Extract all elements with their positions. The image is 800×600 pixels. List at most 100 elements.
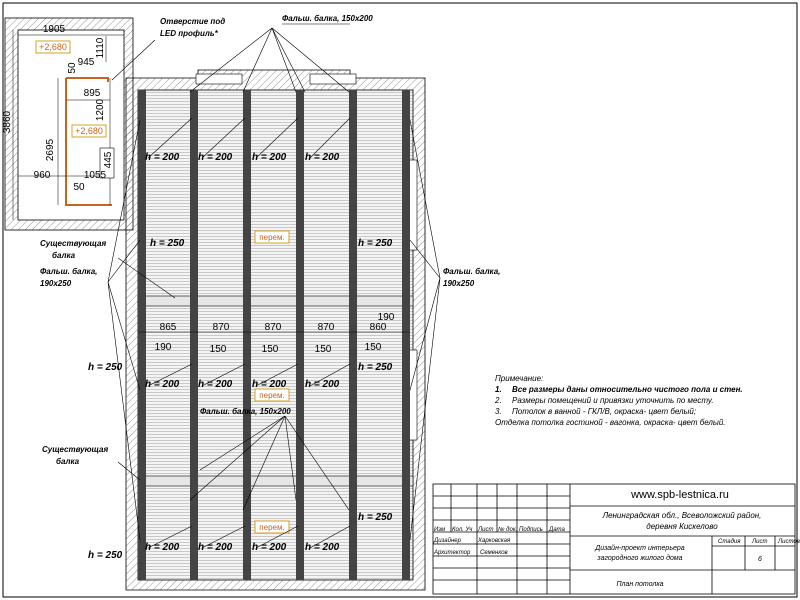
existing-beam-2	[137, 475, 414, 487]
false-beam-left-label-b: 190х250	[40, 279, 72, 288]
dim-150-2: 150	[262, 344, 279, 355]
existing-beam-2-label-b: балка	[56, 457, 80, 466]
h200-m4: h = 200	[305, 379, 340, 390]
project-line-1: Дизайн-проект интерьера	[594, 544, 684, 552]
h250-t2: h = 250	[358, 238, 393, 249]
h250-m-left: h = 250	[88, 362, 123, 373]
dim-50-bottom: 50	[73, 182, 85, 193]
led-hole-label-1: Отверстие под	[160, 17, 225, 26]
existing-beam-1-label-b: балка	[52, 251, 76, 260]
note-3-number: 3.	[495, 407, 502, 416]
window-right-2	[408, 349, 418, 441]
hdr-list: Лист	[477, 527, 493, 533]
note-1-number: 1.	[495, 385, 502, 394]
living-room-plan: перем. перем. перем. 865 870 870 870 860…	[88, 69, 426, 591]
level-mark-2	[71, 124, 107, 138]
perem-3: перем.	[259, 523, 284, 532]
h200-m2: h = 200	[198, 379, 233, 390]
false-beam-4	[296, 90, 304, 580]
dim-870-2: 870	[265, 322, 282, 333]
false-beam-2	[190, 90, 198, 580]
perem-box-2	[254, 388, 290, 402]
false-beam-right-label-a: Фальш. балка,	[443, 267, 500, 276]
hdr-kol: Кол. Уч	[452, 527, 472, 533]
dim-50-top: 50	[67, 62, 78, 74]
false-beam-3	[243, 90, 251, 580]
h200-m1: h = 200	[145, 379, 180, 390]
existing-beam-2-label-a: Существующая	[42, 445, 108, 454]
window-top-1	[195, 73, 243, 85]
dim-945: 945	[78, 57, 95, 68]
sheet-number: 6	[758, 556, 762, 563]
dim-2695: 2695	[45, 138, 56, 161]
h200-b1: h = 200	[145, 542, 180, 553]
address-line-1: Ленинградская обл., Всеволожский район,	[602, 511, 762, 520]
level-mark-2-text: +2,680	[75, 126, 103, 136]
note-2-number: 2.	[494, 396, 502, 405]
dim-865: 865	[160, 322, 177, 333]
perem-2: перем.	[259, 391, 284, 400]
wood-ceiling	[137, 89, 414, 581]
bathroom-plan: 1905 3860 1110 945 50 895 1200 2695 445 …	[2, 17, 134, 231]
hdr-podp: Подпись	[519, 527, 543, 533]
dim-150-3: 150	[315, 344, 332, 355]
dim-150-4: 150	[365, 342, 382, 353]
dim-190-left: 190	[155, 342, 172, 353]
website: www.spb-lestnica.ru	[630, 489, 729, 501]
led-hole-label-2: LED профиль*	[160, 29, 219, 38]
hdr-izm: Изм	[434, 527, 445, 533]
h250-b-left: h = 250	[88, 550, 123, 561]
dim-1905: 1905	[43, 24, 66, 35]
note-3: Потолок в ванной - ГКЛ/В, окраска- цвет …	[512, 407, 696, 416]
h200-b3: h = 200	[252, 542, 287, 553]
h200-t1: h = 200	[145, 152, 180, 163]
note-2: Размеры помещений и привязки уточнить по…	[512, 396, 714, 405]
dim-3860: 3860	[2, 110, 13, 133]
name-designer: Харковская	[477, 538, 511, 544]
dim-1055: 1055	[84, 170, 107, 181]
h200-b2: h = 200	[198, 542, 233, 553]
hdr-ndok: № док.	[498, 526, 517, 533]
false-beam-top-label: Фальш. балка, 150х200	[282, 14, 373, 23]
project-line-2: загородного жилого дома	[596, 554, 682, 562]
existing-beam-1	[137, 295, 414, 307]
h200-m3: h = 200	[252, 379, 287, 390]
window-right-1	[408, 159, 418, 251]
dim-150-1: 150	[210, 344, 227, 355]
h250-t1: h = 250	[150, 238, 185, 249]
h250-b-right: h = 250	[358, 512, 393, 523]
false-beam-1	[138, 90, 146, 580]
dim-1110: 1110	[95, 37, 106, 58]
h250-m-right: h = 250	[358, 362, 393, 373]
notes-block: Примечание: 1. Все размеры даны относите…	[494, 374, 743, 427]
dim-895: 895	[84, 88, 101, 99]
name-architect: Семенков	[480, 550, 508, 556]
sheet-name: План потолка	[616, 581, 663, 588]
dim-1200: 1200	[95, 98, 106, 121]
address-line-2: деревня Кискелово	[646, 522, 718, 531]
role-designer: Дизайнер	[433, 537, 462, 544]
dim-190-right: 190	[378, 312, 395, 323]
false-beams	[138, 90, 410, 580]
note-4: Отделка потолка гостиной - вагонка, окра…	[495, 418, 726, 427]
hdr-data: Дата	[548, 527, 565, 533]
bathroom-interior	[17, 29, 125, 221]
dim-870-1: 870	[213, 322, 230, 333]
perem-box-1	[254, 230, 290, 244]
h200-t2: h = 200	[198, 152, 233, 163]
role-architect: Архитектор	[433, 550, 471, 556]
false-beam-mid-label: Фальш. балка, 150х200	[200, 407, 291, 416]
dim-860: 860	[370, 322, 387, 333]
h200-t4: h = 200	[305, 152, 340, 163]
false-beam-right-label-b: 190х250	[443, 279, 475, 288]
dim-870-3: 870	[318, 322, 335, 333]
false-beam-left-label-a: Фальш. балка,	[40, 267, 97, 276]
notes-title: Примечание:	[495, 374, 543, 383]
dim-445: 445	[103, 151, 114, 168]
leader-lines	[107, 23, 441, 549]
led-profile-line	[65, 77, 112, 206]
perem-1: перем.	[259, 233, 284, 242]
title-block	[432, 483, 796, 595]
col-sheet: Лист	[751, 539, 767, 545]
